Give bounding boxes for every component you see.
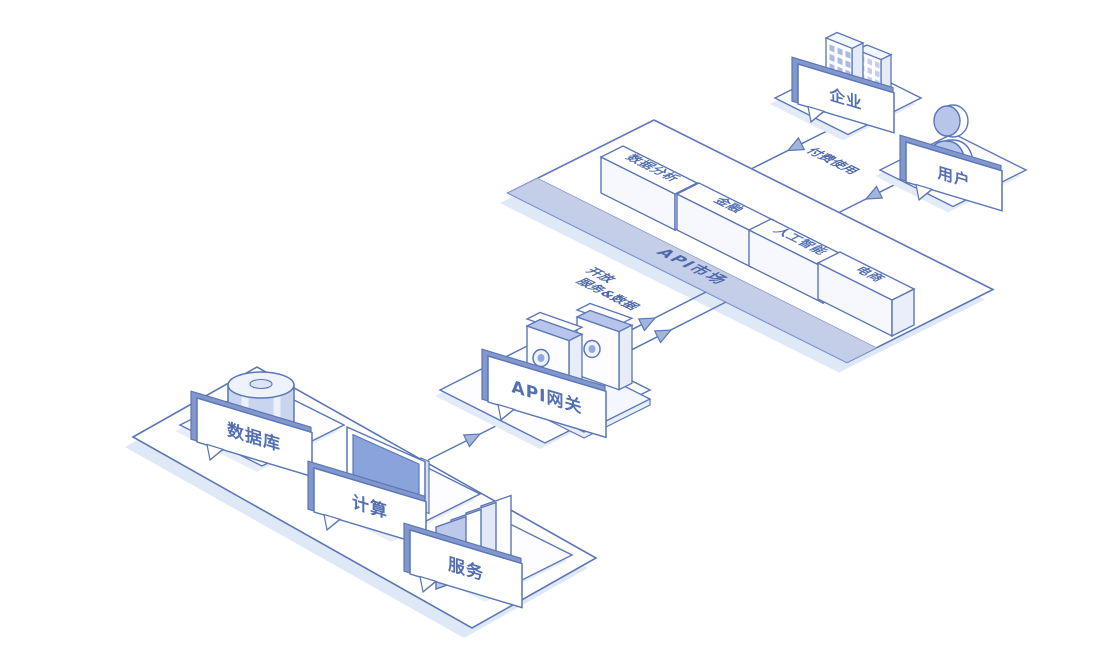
database-label-plate: 数据库 <box>190 390 313 478</box>
category-box-ecommerce: 电商 <box>816 251 916 338</box>
arrow-provider-to-gateway <box>427 421 505 461</box>
service-label-plate: 服务 <box>403 522 523 609</box>
api-market-platform: API市场 数据分析 金融 人工智能 电商 <box>500 119 995 373</box>
market-band <box>507 177 878 363</box>
arrowhead <box>462 433 482 448</box>
api-gateway-node: API网关 <box>435 291 727 449</box>
flow-provider-to-gateway <box>427 421 505 461</box>
user-node: 用户 <box>875 104 1028 213</box>
paid-usage-label: 付费使用 <box>802 146 863 176</box>
compute-node: 计算 <box>307 425 482 547</box>
enterprise-label-plate: 企业 <box>791 56 895 134</box>
provider-platform: 数据库 计算 <box>125 366 598 638</box>
user-label-plate: 用户 <box>899 134 1003 212</box>
arrowhead <box>637 317 657 332</box>
arrowhead <box>786 136 806 152</box>
compute-label-plate: 计算 <box>307 460 427 547</box>
arrowhead <box>653 329 673 344</box>
enterprise-node: 企业 <box>770 31 923 141</box>
arrowhead <box>864 185 884 200</box>
database-node: 数据库 <box>175 371 346 478</box>
gateway-label-plate: API网关 <box>481 348 607 439</box>
service-node: 服务 <box>403 494 574 609</box>
